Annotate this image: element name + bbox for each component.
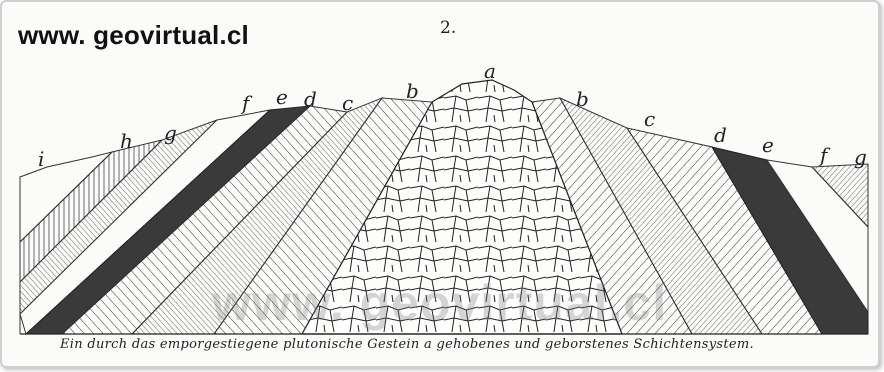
figure-caption: Ein durch das emporgestiegene plutonisch… bbox=[60, 337, 754, 352]
label-f-right: f bbox=[818, 143, 831, 167]
label-h-left: h bbox=[120, 129, 133, 153]
watermark-overlay: www. geovirtual.cl bbox=[212, 274, 667, 332]
label-i-left: i bbox=[38, 147, 44, 171]
label-d-left: d bbox=[304, 87, 317, 111]
label-g-left: g bbox=[164, 121, 177, 145]
label-c-left: c bbox=[342, 91, 353, 115]
label-b-left: b bbox=[406, 79, 419, 103]
figure-number: 2. bbox=[440, 18, 456, 38]
label-e-left: e bbox=[276, 85, 288, 109]
label-f-left: f bbox=[240, 91, 253, 115]
label-c-right: c bbox=[644, 107, 655, 131]
label-d-right: d bbox=[714, 123, 727, 147]
label-b-right: b bbox=[576, 87, 589, 111]
label-e-right: e bbox=[762, 133, 774, 157]
watermark-logo: www. geovirtual.cl bbox=[18, 20, 249, 51]
label-g-right: g bbox=[854, 145, 867, 169]
label-a: a bbox=[484, 59, 496, 83]
